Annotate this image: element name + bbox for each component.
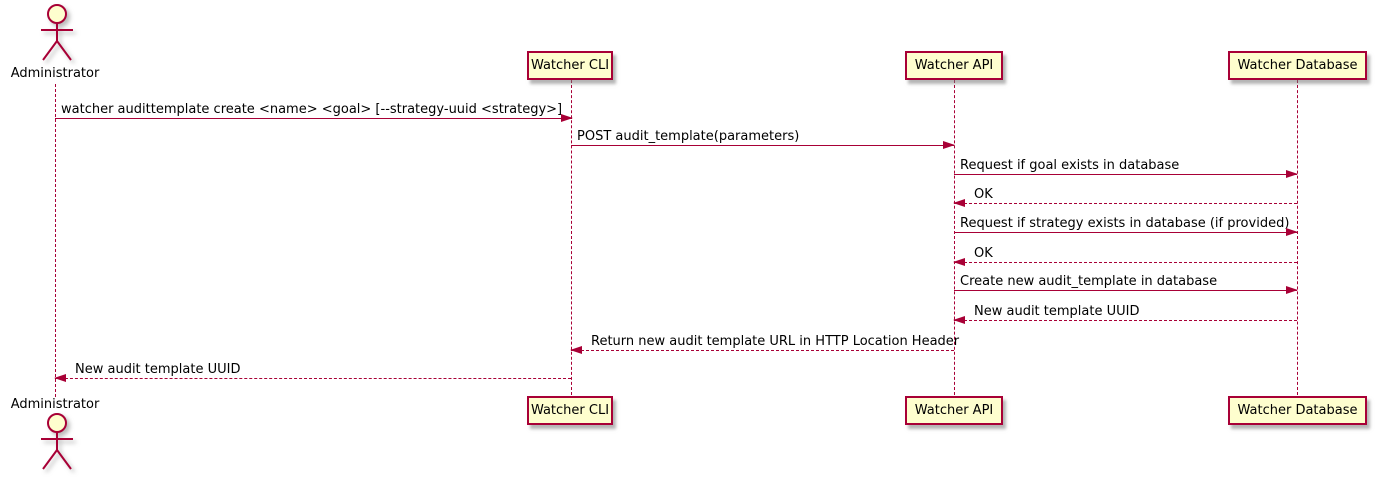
message-request-strategy-exists: Request if strategy exists in database (… (954, 216, 1298, 236)
message-line (953, 316, 1297, 324)
participant-watcher-cli-bottom: Watcher CLI (527, 396, 613, 425)
message-new-uuid-to-admin: New audit template UUID (54, 362, 571, 382)
message-line (570, 346, 954, 354)
arrowhead-icon (953, 199, 965, 207)
message-post-audit-template: POST audit_template(parameters) (571, 129, 955, 149)
message-line (954, 228, 1298, 236)
message-line (954, 170, 1298, 178)
participant-watcher-database-top: Watcher Database (1228, 51, 1367, 80)
message-label: POST audit_template(parameters) (577, 129, 800, 144)
message-line (571, 141, 955, 149)
lifeline-administrator (55, 84, 56, 397)
message-label: New audit template UUID (974, 304, 1140, 319)
arrowhead-icon (1286, 286, 1298, 294)
arrowhead-icon (561, 114, 573, 122)
participant-watcher-cli-top: Watcher CLI (527, 51, 613, 80)
message-create-audit-template-db: Create new audit_template in database (954, 274, 1298, 294)
message-return-url-location-header: Return new audit template URL in HTTP Lo… (570, 334, 960, 354)
message-label: Request if strategy exists in database (… (960, 216, 1290, 231)
actor-icon (41, 413, 73, 470)
arrowhead-icon (1286, 228, 1298, 236)
message-label: OK (974, 246, 993, 261)
message-label: New audit template UUID (75, 362, 241, 377)
arrowhead-icon (54, 374, 66, 382)
arrowhead-icon (1286, 170, 1298, 178)
lifeline-watcher-cli (571, 80, 572, 395)
actor-icon (41, 4, 73, 61)
participant-watcher-api-bottom: Watcher API (905, 396, 1003, 425)
lifeline-watcher-database (1297, 80, 1298, 395)
message-label: Return new audit template URL in HTTP Lo… (591, 334, 960, 349)
message-line (953, 258, 1297, 266)
message-line (55, 114, 573, 122)
actor-label-administrator-top: Administrator (10, 66, 100, 81)
message-label: watcher audittemplate create <name> <goa… (61, 102, 563, 117)
message-line (953, 199, 1297, 207)
participant-watcher-api-top: Watcher API (905, 51, 1003, 80)
arrowhead-icon (953, 258, 965, 266)
message-label: Request if goal exists in database (960, 158, 1180, 173)
message-ok-goal: OK (953, 187, 1297, 207)
actor-label-administrator-bottom: Administrator (10, 397, 100, 412)
message-request-goal-exists: Request if goal exists in database (954, 158, 1298, 178)
message-new-uuid-from-db: New audit template UUID (953, 304, 1297, 324)
arrowhead-icon (570, 346, 582, 354)
message-label: OK (974, 187, 993, 202)
arrowhead-icon (953, 316, 965, 324)
message-create-audittemplate: watcher audittemplate create <name> <goa… (55, 102, 573, 122)
message-line (954, 286, 1298, 294)
message-line (54, 374, 571, 382)
message-ok-strategy: OK (953, 246, 1297, 266)
arrowhead-icon (943, 141, 955, 149)
message-label: Create new audit_template in database (960, 274, 1218, 289)
participant-watcher-database-bottom: Watcher Database (1228, 396, 1367, 425)
lifeline-watcher-api (954, 80, 955, 395)
